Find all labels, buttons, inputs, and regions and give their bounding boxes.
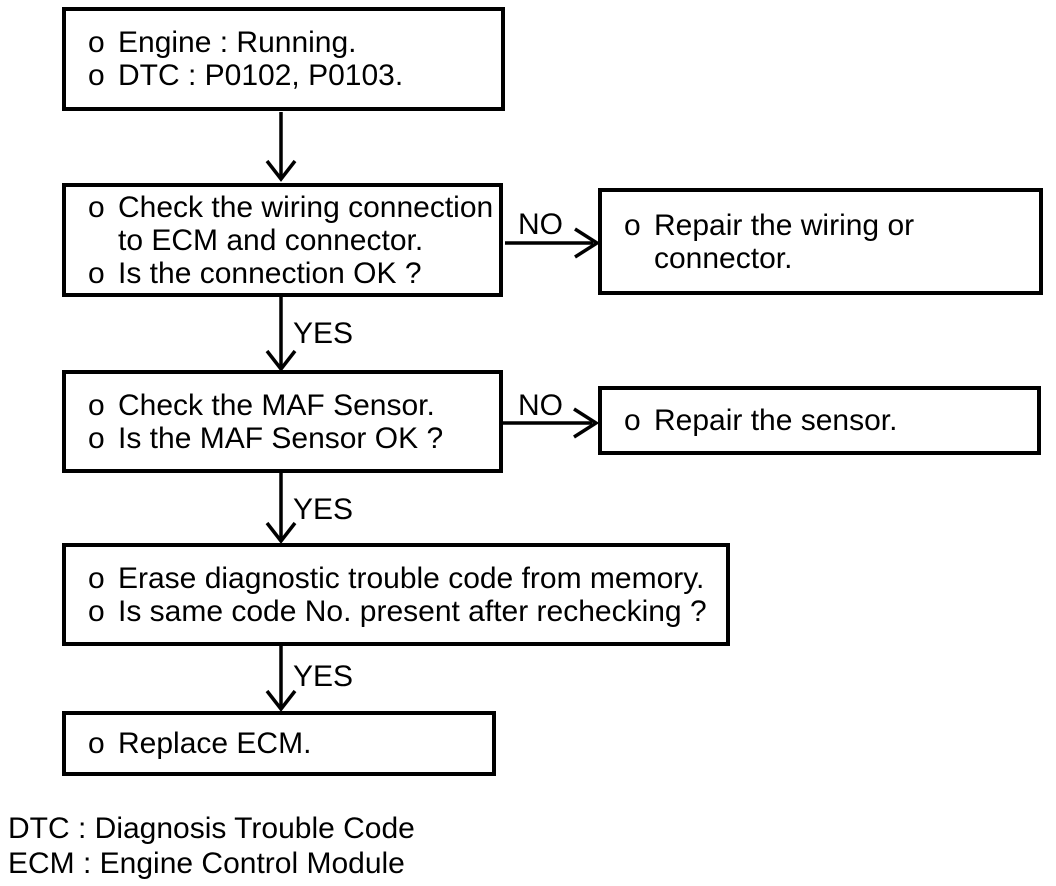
bullet: o	[88, 561, 105, 595]
bullet: o	[88, 727, 105, 760]
arrow-no-to-repair-wiring	[505, 227, 601, 259]
repair-wiring-box: o Repair the wiring or connector.	[598, 188, 1043, 295]
box-text: Repair the wiring or	[654, 208, 915, 242]
box-line: o Replace ECM.	[88, 727, 488, 760]
box-line: o DTC : P0102, P0103.	[88, 59, 497, 92]
erase-dtc-box: o Erase diagnostic trouble code from mem…	[62, 543, 730, 646]
box-line: to ECM and connector.	[88, 224, 495, 257]
legend-dtc: DTC : Diagnosis Trouble Code	[8, 812, 415, 845]
box-text: Replace ECM.	[118, 727, 312, 760]
yes-label-maf: YES	[293, 493, 354, 526]
box-line: o Is the MAF Sensor OK ?	[88, 422, 495, 455]
legend-ecm: ECM : Engine Control Module	[8, 847, 405, 880]
box-text: to ECM and connector.	[118, 223, 424, 257]
no-label-wiring: NO	[518, 208, 563, 241]
box-line: o Is the connection OK ?	[88, 257, 495, 290]
box-line: o Erase diagnostic trouble code from mem…	[88, 562, 722, 595]
arrow-yes-to-check-maf	[265, 296, 297, 372]
box-line: o Check the MAF Sensor.	[88, 389, 495, 422]
box-text: Is the MAF Sensor OK ?	[118, 421, 444, 455]
arrow-start-to-check-wiring	[265, 112, 297, 182]
replace-ecm-box: o Replace ECM.	[62, 711, 496, 776]
bullet: o	[88, 594, 105, 628]
box-text: Erase diagnostic trouble code from memor…	[118, 561, 705, 595]
start-box: o Engine : Running. o DTC : P0102, P0103…	[62, 7, 505, 111]
bullet: o	[88, 190, 105, 224]
box-text: Check the wiring connection	[118, 190, 494, 224]
box-line: o Engine : Running.	[88, 26, 497, 59]
check-wiring-box: o Check the wiring connection to ECM and…	[62, 183, 503, 297]
bullet: o	[624, 404, 641, 437]
box-line: o Check the wiring connection	[88, 191, 495, 224]
bullet: o	[88, 388, 105, 422]
box-text: Is the connection OK ?	[118, 256, 422, 290]
box-line: o Repair the sensor.	[624, 404, 1033, 437]
box-text: Repair the sensor.	[654, 404, 898, 437]
box-line: o Repair the wiring or	[624, 209, 1035, 242]
repair-sensor-box: o Repair the sensor.	[598, 386, 1041, 455]
check-maf-box: o Check the MAF Sensor. o Is the MAF Sen…	[62, 370, 503, 473]
legend: DTC : Diagnosis Trouble Code ECM : Engin…	[8, 811, 415, 881]
box-text: Is same code No. present after recheckin…	[118, 594, 707, 628]
arrow-yes-to-replace-ecm	[265, 644, 297, 712]
box-line: connector.	[624, 242, 1035, 275]
box-text: Check the MAF Sensor.	[118, 388, 435, 422]
box-line: o Is same code No. present after recheck…	[88, 595, 722, 628]
bullet: o	[88, 256, 105, 290]
box-text: connector.	[654, 241, 793, 275]
yes-label-wiring: YES	[293, 317, 354, 350]
arrow-yes-to-erase-dtc	[265, 471, 297, 544]
bullet: o	[88, 421, 105, 455]
bullet: o	[624, 208, 641, 242]
bullet: o	[88, 26, 105, 59]
box-text: Engine : Running.	[118, 26, 357, 59]
arrow-no-to-repair-sensor	[503, 407, 600, 439]
no-label-maf: NO	[518, 389, 563, 422]
bullet: o	[88, 59, 105, 92]
yes-label-erase: YES	[293, 660, 354, 693]
box-text: DTC : P0102, P0103.	[118, 59, 404, 92]
